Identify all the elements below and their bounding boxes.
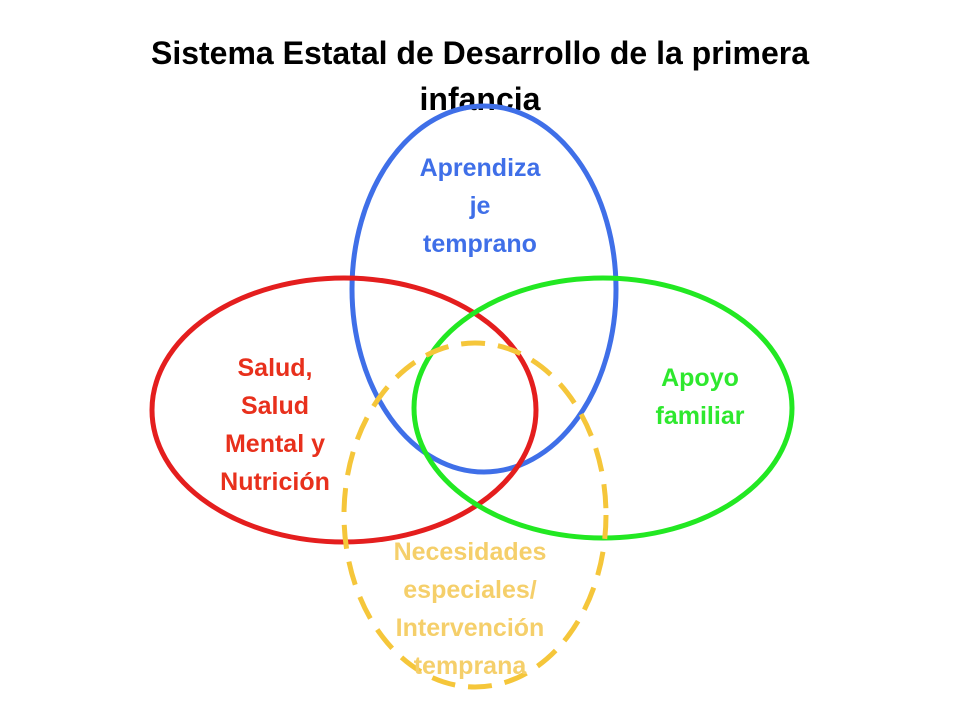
health-label-line: Mental y (224, 430, 326, 458)
special-needs-label-line: Necesidades (393, 538, 547, 566)
special-needs-circle (341, 340, 609, 690)
special-needs-label-line: especiales/ (403, 576, 537, 604)
health-label: Salud, Salud Mental y Nutrición (180, 349, 370, 501)
learning-circle (349, 103, 619, 475)
family-label: Apoyo familiar (610, 359, 790, 435)
health-label-line: Salud (240, 392, 310, 420)
slide-title-line-1: Sistema Estatal de Desarrollo de la prim… (150, 35, 810, 71)
health-label-line: Salud, (237, 354, 313, 382)
special-needs-label: Necesidades especiales/ Intervención tem… (350, 533, 590, 685)
learning-label-line: Aprendiza (419, 154, 541, 182)
slide-title: Sistema Estatal de Desarrollo de la prim… (60, 30, 900, 122)
family-label-line: Apoyo (661, 364, 739, 392)
special-needs-label-line: temprana (413, 652, 527, 680)
learning-label-line: je (469, 192, 491, 220)
family-label-line: familiar (655, 402, 745, 430)
special-needs-label-line: Intervención (395, 614, 545, 642)
learning-label-line: temprano (423, 230, 537, 258)
health-label-line: Nutrición (220, 468, 330, 496)
learning-label: Aprendiza je temprano (390, 149, 570, 263)
